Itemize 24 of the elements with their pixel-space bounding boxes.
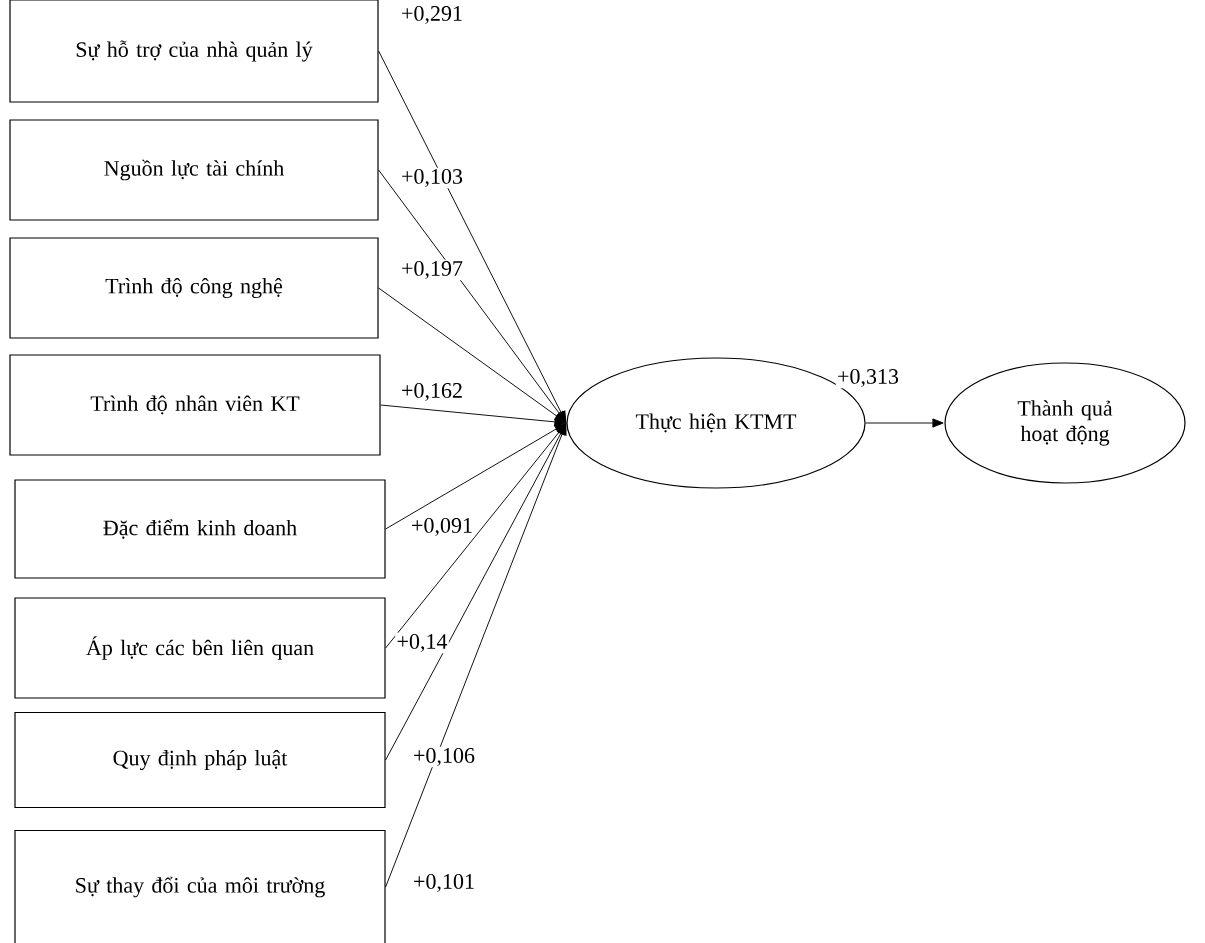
edge-label: +0,313 <box>835 367 901 389</box>
factor-box: Sự thay đổi của môi trường <box>14 829 386 943</box>
factor-box: Trình độ nhân viên KT <box>9 354 381 456</box>
edge-label: +0,291 <box>399 4 465 26</box>
edge-label: +0,091 <box>409 516 475 538</box>
factor-box: Trình độ công nghệ <box>9 237 379 339</box>
factor-box: Đặc điểm kinh doanh <box>14 479 386 579</box>
arrow <box>385 423 567 888</box>
edge-label: +0,197 <box>399 259 465 281</box>
edge-label: +0,106 <box>411 746 477 768</box>
edge-label: +0,103 <box>399 167 465 189</box>
arrow <box>385 423 567 649</box>
arrow <box>865 418 944 428</box>
arrow <box>385 423 566 530</box>
factor-box: Sự hỗ trợ của nhà quản lý <box>9 0 379 103</box>
arrow <box>378 287 566 423</box>
edge-label: +0,14 <box>395 632 449 654</box>
edge-label: +0,162 <box>399 381 465 403</box>
arrow <box>385 423 567 761</box>
edge-label: +0,101 <box>411 872 477 894</box>
factor-box: Áp lực các bên liên quan <box>14 597 386 699</box>
factor-box: Quy định pháp luật <box>14 711 386 809</box>
arrow <box>380 404 566 427</box>
factor-box: Nguồn lực tài chính <box>9 119 379 221</box>
